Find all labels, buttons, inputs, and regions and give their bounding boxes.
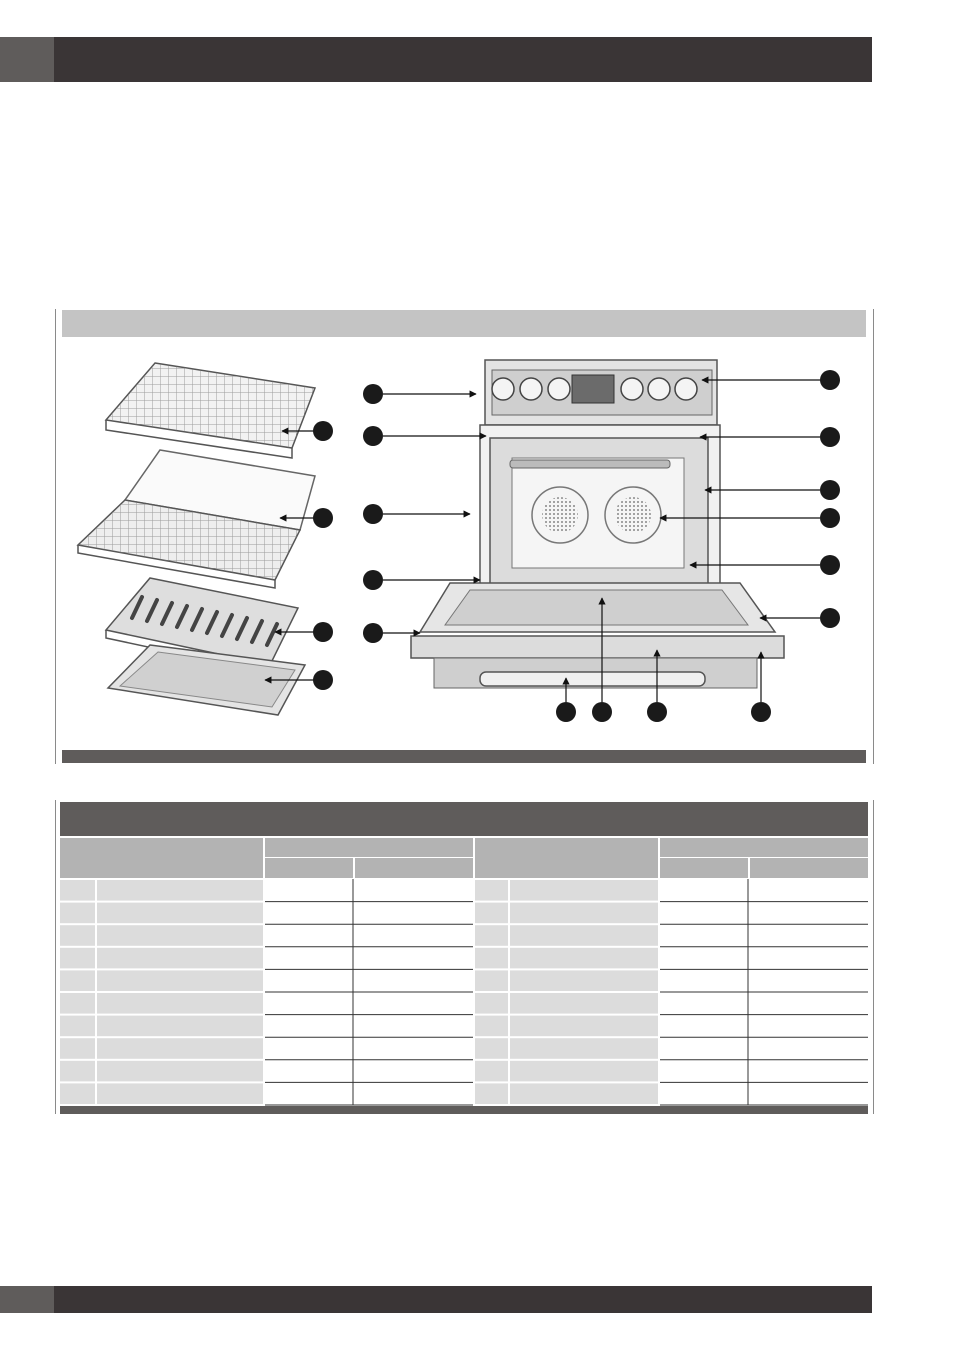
header-bar bbox=[54, 37, 872, 82]
table-row bbox=[60, 1082, 868, 1106]
table-header bbox=[60, 802, 868, 836]
callout-marker bbox=[313, 508, 333, 528]
grill-tray-icon bbox=[104, 577, 300, 674]
callout-marker bbox=[363, 504, 383, 524]
table-row bbox=[60, 946, 868, 970]
callout-marker bbox=[820, 480, 840, 500]
figure-header bbox=[62, 310, 866, 337]
figure-footer bbox=[62, 750, 866, 763]
figure-frame bbox=[55, 309, 874, 764]
callout-marker bbox=[363, 384, 383, 404]
table-row bbox=[60, 1014, 868, 1038]
callout-marker bbox=[820, 370, 840, 390]
table-row bbox=[60, 924, 868, 948]
callout-marker bbox=[592, 702, 612, 722]
callout-marker bbox=[313, 622, 333, 642]
callout-marker bbox=[820, 555, 840, 575]
oven-icon bbox=[410, 359, 785, 689]
callout-marker bbox=[820, 608, 840, 628]
table-frame bbox=[55, 800, 874, 1114]
footer-bar bbox=[54, 1286, 872, 1313]
callout-marker bbox=[313, 670, 333, 690]
table-row bbox=[60, 969, 868, 993]
table-row bbox=[60, 901, 868, 925]
table-rows bbox=[60, 879, 868, 1106]
callout-marker bbox=[647, 702, 667, 722]
table-row bbox=[60, 1037, 868, 1061]
table-row bbox=[60, 879, 868, 903]
table-footer bbox=[60, 1106, 868, 1114]
callout-marker bbox=[363, 570, 383, 590]
wire-rack-icon bbox=[104, 362, 317, 459]
appliance-figure bbox=[76, 359, 840, 722]
callout-marker bbox=[313, 421, 333, 441]
callout-marker bbox=[556, 702, 576, 722]
table-row bbox=[60, 992, 868, 1016]
table-row bbox=[60, 1059, 868, 1083]
telescopic-rack-icon bbox=[76, 449, 316, 589]
callout-marker bbox=[751, 702, 771, 722]
callout-marker bbox=[363, 426, 383, 446]
callout-marker bbox=[820, 508, 840, 528]
callout-marker bbox=[820, 427, 840, 447]
footer-tab bbox=[0, 1286, 54, 1313]
baking-tray-icon bbox=[106, 644, 307, 716]
header-tab bbox=[0, 37, 54, 82]
callout-marker bbox=[363, 623, 383, 643]
